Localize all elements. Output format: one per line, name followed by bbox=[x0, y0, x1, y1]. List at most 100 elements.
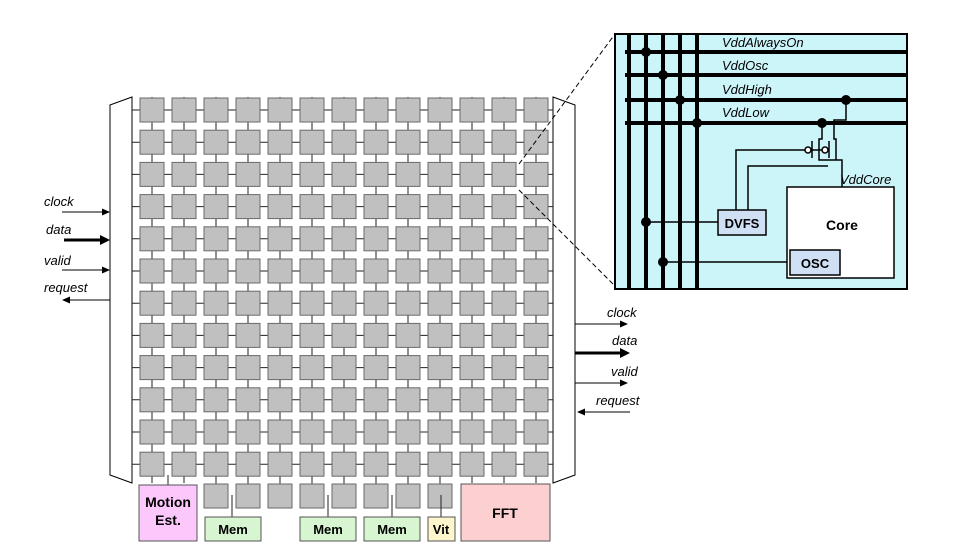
motion-est-label-2: Est. bbox=[155, 512, 181, 528]
tile bbox=[203, 355, 229, 381]
tile bbox=[427, 322, 453, 348]
tile bbox=[491, 97, 517, 123]
tile bbox=[267, 194, 293, 220]
tile bbox=[267, 322, 293, 348]
tile bbox=[427, 355, 453, 381]
dvfs-block bbox=[717, 209, 767, 236]
tile bbox=[395, 194, 421, 220]
tile bbox=[299, 258, 325, 284]
tile bbox=[235, 387, 261, 413]
tile bbox=[299, 387, 325, 413]
tile bbox=[139, 355, 165, 381]
tile bbox=[459, 355, 485, 381]
right-request-label: request bbox=[596, 393, 641, 408]
tile bbox=[363, 451, 389, 477]
tile bbox=[491, 419, 517, 445]
tile bbox=[395, 258, 421, 284]
tile bbox=[523, 387, 549, 413]
right-interface-bus bbox=[552, 96, 576, 484]
tile bbox=[235, 161, 261, 187]
tile bbox=[139, 290, 165, 316]
mesh-links bbox=[132, 97, 553, 505]
tile bbox=[299, 129, 325, 155]
bottom-blocks: Motion Est. Mem Mem Mem Vit FFT bbox=[138, 475, 551, 542]
tile bbox=[491, 290, 517, 316]
fft-block bbox=[460, 483, 551, 542]
tile bbox=[203, 194, 229, 220]
tile bbox=[331, 451, 357, 477]
tile bbox=[299, 322, 325, 348]
mem-block-3 bbox=[363, 516, 421, 542]
rail-label-vdd-low: VddLow bbox=[722, 105, 771, 120]
tile bbox=[139, 258, 165, 284]
tile bbox=[523, 290, 549, 316]
tile bbox=[203, 129, 229, 155]
tile bbox=[363, 290, 389, 316]
tile bbox=[395, 97, 421, 123]
tile bbox=[395, 161, 421, 187]
tile bbox=[491, 355, 517, 381]
tile bbox=[395, 451, 421, 477]
tile bbox=[331, 290, 357, 316]
tile bbox=[395, 355, 421, 381]
tile bbox=[523, 129, 549, 155]
tile bbox=[523, 322, 549, 348]
tile bbox=[363, 97, 389, 123]
tile bbox=[523, 419, 549, 445]
core-label: Core bbox=[826, 217, 858, 233]
mem-block-1 bbox=[204, 516, 262, 542]
tile bbox=[235, 129, 261, 155]
tile bbox=[395, 226, 421, 252]
tile bbox=[331, 355, 357, 381]
tile bbox=[203, 322, 229, 348]
tile bbox=[267, 129, 293, 155]
left-interface-bus bbox=[109, 96, 133, 484]
tile bbox=[459, 194, 485, 220]
tile bbox=[331, 322, 357, 348]
tile bbox=[331, 258, 357, 284]
tile bbox=[235, 194, 261, 220]
tile bbox=[427, 97, 453, 123]
tile bbox=[523, 97, 549, 123]
tile bbox=[427, 290, 453, 316]
tile bbox=[267, 451, 293, 477]
tile bbox=[491, 129, 517, 155]
right-clock-label: clock bbox=[607, 305, 638, 320]
tile bbox=[395, 322, 421, 348]
tile bbox=[235, 355, 261, 381]
tile bbox=[139, 322, 165, 348]
right-valid-label: valid bbox=[611, 364, 639, 379]
tile bbox=[395, 129, 421, 155]
tile bbox=[299, 355, 325, 381]
tile bbox=[395, 290, 421, 316]
tile bbox=[139, 97, 165, 123]
tile bbox=[395, 387, 421, 413]
tile-array bbox=[139, 97, 549, 509]
io-tile bbox=[363, 483, 389, 509]
tile bbox=[235, 226, 261, 252]
tile bbox=[491, 451, 517, 477]
tile bbox=[459, 97, 485, 123]
tile bbox=[203, 97, 229, 123]
tile bbox=[267, 161, 293, 187]
zoom-lines bbox=[518, 33, 616, 287]
tile bbox=[299, 194, 325, 220]
tile bbox=[491, 226, 517, 252]
osc-label: OSC bbox=[801, 256, 830, 271]
tile bbox=[139, 161, 165, 187]
tile bbox=[363, 322, 389, 348]
tile bbox=[427, 161, 453, 187]
dvfs-label: DVFS bbox=[725, 216, 760, 231]
right-io-signals: clock data valid request bbox=[575, 305, 641, 416]
osc-block bbox=[789, 249, 841, 276]
tile bbox=[363, 258, 389, 284]
tile bbox=[299, 419, 325, 445]
left-io-signals: clock data valid request bbox=[44, 194, 110, 304]
tile bbox=[139, 129, 165, 155]
io-tile bbox=[331, 483, 357, 509]
mem-block-1-label: Mem bbox=[218, 522, 248, 537]
left-clock-label: clock bbox=[44, 194, 75, 209]
tile bbox=[299, 161, 325, 187]
tile bbox=[267, 355, 293, 381]
left-valid-label: valid bbox=[44, 253, 72, 268]
